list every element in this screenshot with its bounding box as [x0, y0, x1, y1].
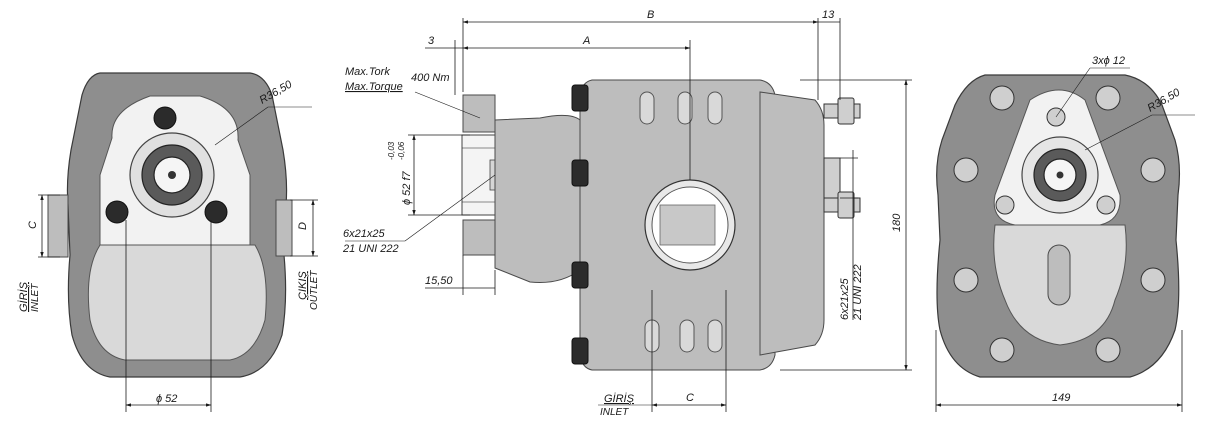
right-bolt-4: [1140, 157, 1166, 183]
left-inlet-en: INLET: [30, 283, 41, 312]
center-slot-top-3: [707, 91, 723, 125]
left-shaft-center: [168, 171, 176, 179]
center-nut-top: [837, 97, 855, 125]
center-shaft-fit: ϕ 52 f7: [401, 170, 413, 205]
center-flange-lower: [462, 219, 496, 256]
center-inlet-en: INLET: [600, 407, 629, 418]
left-view: R36,50 C D GİRİŞ INLET ÇIKIŞ OUTLET ϕ 52: [18, 72, 320, 412]
left-bolt-right: [204, 200, 228, 224]
center-spline-1: 6x21x25: [343, 228, 385, 240]
left-outlet-port: [275, 199, 293, 257]
right-view: 3xϕ 12 R36,50 149: [935, 55, 1195, 412]
center-nut-bottom: [837, 191, 855, 219]
left-dim-d: D: [297, 222, 309, 230]
center-inlet-tr: GİRİŞ: [604, 393, 635, 405]
center-dim-3: 3: [428, 35, 435, 47]
center-max-torque: Max.Torque: [345, 81, 403, 93]
left-inlet-tr: GİRİŞ: [18, 281, 30, 312]
right-bolt-1: [989, 85, 1015, 111]
right-bolt-6: [1140, 267, 1166, 293]
center-bolt-3: [571, 261, 589, 289]
right-bolt-2: [1095, 85, 1121, 111]
center-max-tork: Max.Tork: [345, 66, 390, 78]
center-right-spline-2: 21 UNI 222: [852, 264, 864, 321]
left-bottom-dim: ϕ 52: [156, 393, 177, 405]
left-lower-face: [87, 244, 267, 361]
right-holes-label: 3xϕ 12: [1092, 55, 1125, 67]
right-bolt-7: [989, 337, 1015, 363]
center-dim-c: C: [686, 392, 694, 404]
left-bolt-top: [153, 106, 177, 130]
center-view: B 13 3 A Max.Tork Max.Torque 400 Nm ϕ 52…: [342, 9, 912, 418]
center-slot-top-1: [639, 91, 655, 125]
center-slot-top-2: [677, 91, 693, 125]
center-dim-15: 15,50: [425, 275, 453, 287]
center-dim-a: A: [582, 35, 590, 47]
center-bolt-4: [571, 337, 589, 365]
right-bolt-3: [953, 157, 979, 183]
center-dim-13: 13: [822, 9, 835, 21]
left-outlet-en: OUTLET: [309, 270, 320, 310]
center-dim-b: B: [647, 9, 654, 21]
right-bolt-8: [1095, 337, 1121, 363]
right-center-slot: [1047, 244, 1071, 306]
center-stud-mid: [823, 157, 841, 199]
left-bolt-left: [105, 200, 129, 224]
center-adapter: [494, 114, 581, 283]
center-flange: [462, 94, 496, 133]
center-rear-cover: [759, 91, 825, 356]
center-height-180: 180: [891, 213, 903, 232]
center-tol-upper: -0,03: [387, 141, 396, 160]
left-outlet-tr: ÇIKIŞ: [297, 271, 309, 300]
center-spline-2: 21 UNI 222: [342, 243, 399, 255]
left-dim-c: C: [27, 221, 39, 229]
center-tol-lower: -0,06: [397, 141, 406, 160]
left-radius-leader: [214, 106, 269, 146]
center-slot-bottom-2: [679, 319, 695, 353]
right-hole-right: [1096, 195, 1116, 215]
right-hole-left: [995, 195, 1015, 215]
center-right-spline-1: 6x21x25: [839, 278, 851, 320]
right-width-149: 149: [1052, 392, 1070, 404]
center-slot-bottom-3: [707, 319, 723, 353]
left-inlet-port: [47, 194, 69, 258]
center-torque-value: 400 Nm: [411, 72, 450, 84]
right-bolt-5: [953, 267, 979, 293]
center-bolt-2: [571, 159, 589, 187]
center-bolt-1: [571, 84, 589, 112]
